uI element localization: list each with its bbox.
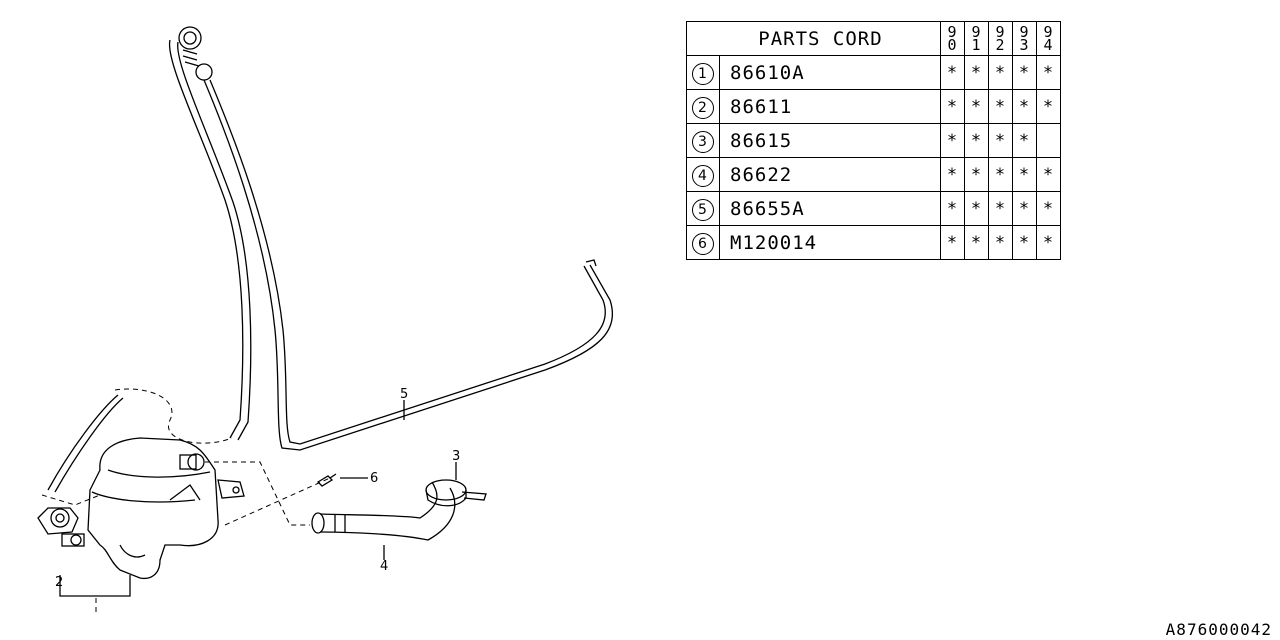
mark: * <box>988 89 1013 124</box>
washer-pump <box>37 507 85 547</box>
mark: * <box>940 191 965 226</box>
table-row: 2 86611 * * * * * <box>686 89 1061 124</box>
callout-2: 2 <box>55 575 63 590</box>
mark: * <box>940 157 965 192</box>
mark: * <box>988 123 1013 158</box>
mark: * <box>964 157 989 192</box>
mark: * <box>988 191 1013 226</box>
filler-cap <box>425 479 487 507</box>
mark: * <box>988 225 1013 260</box>
table-row: 1 86610A * * * * * <box>686 55 1061 90</box>
mark <box>1036 123 1061 158</box>
mark: * <box>964 89 989 124</box>
mark: * <box>964 225 989 260</box>
table-row: 3 86615 * * * * <box>686 123 1061 158</box>
mark: * <box>1036 89 1061 124</box>
row-index: 4 <box>692 164 714 187</box>
mark: * <box>1012 89 1037 124</box>
part-code: 86615 <box>719 123 941 158</box>
part-code: 86655A <box>719 191 941 226</box>
hose-5 <box>203 79 614 451</box>
top-nozzle <box>178 26 213 81</box>
part-code: 86611 <box>719 89 941 124</box>
mark: * <box>940 123 965 158</box>
table-row: 5 86655A * * * * * <box>686 191 1061 226</box>
hose-side <box>47 394 124 493</box>
mark: * <box>940 225 965 260</box>
parts-header-label: PARTS CORD <box>686 21 941 56</box>
mark: * <box>1036 191 1061 226</box>
filler-hose <box>311 481 456 541</box>
callout-5: 5 <box>400 387 408 402</box>
mark: * <box>988 55 1013 90</box>
screw <box>316 473 337 487</box>
mark: * <box>940 89 965 124</box>
mark: * <box>1012 157 1037 192</box>
mark: * <box>940 55 965 90</box>
mark: * <box>1036 55 1061 90</box>
mark: * <box>1036 157 1061 192</box>
row-index: 3 <box>692 130 714 153</box>
mark: * <box>1012 225 1037 260</box>
callout-4: 4 <box>380 559 388 574</box>
table-row: 6 M120014 * * * * * <box>686 225 1061 260</box>
mark: * <box>1012 55 1037 90</box>
part-code: 86622 <box>719 157 941 192</box>
row-index: 6 <box>692 232 714 255</box>
washer-tank-diagram: 5 3 4 6 2 <box>37 26 614 615</box>
row-index: 5 <box>692 198 714 221</box>
mark: * <box>1012 123 1037 158</box>
washer-tank <box>87 437 245 580</box>
mark: * <box>1012 191 1037 226</box>
table-row: 4 86622 * * * * * <box>686 157 1061 192</box>
mark: * <box>964 191 989 226</box>
part-code: 86610A <box>719 55 941 90</box>
callout-6: 6 <box>370 471 378 486</box>
callout-3: 3 <box>452 449 460 464</box>
mark: * <box>1036 225 1061 260</box>
diagram-code: A876000042 <box>1165 620 1272 639</box>
mark: * <box>964 55 989 90</box>
part-code: M120014 <box>719 225 941 260</box>
mark: * <box>964 123 989 158</box>
hose-left <box>168 39 244 439</box>
row-index: 2 <box>692 96 714 119</box>
mark: * <box>988 157 1013 192</box>
row-index: 1 <box>692 62 714 85</box>
